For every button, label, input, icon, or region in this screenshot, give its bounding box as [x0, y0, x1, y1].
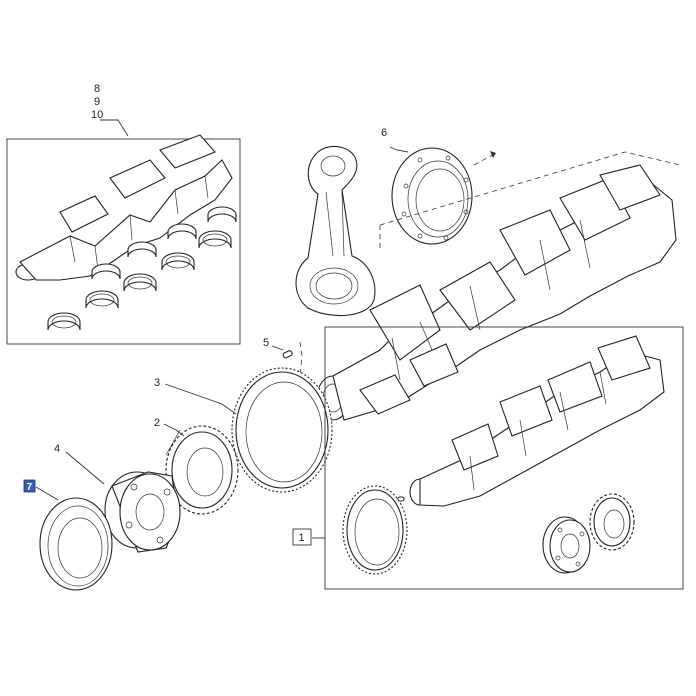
ring-gear-3	[231, 367, 333, 493]
callout-6: 6	[381, 127, 387, 139]
dowel-pin-5	[282, 350, 293, 359]
inset-pin	[397, 496, 405, 502]
leader-3	[164, 383, 237, 415]
leader-2	[163, 423, 185, 437]
leader-6	[389, 146, 409, 153]
callout-7[interactable]: 7	[27, 482, 33, 493]
inset-crankshaft-assembly	[409, 335, 665, 507]
timing-gear-2	[165, 425, 239, 515]
inset-crankshaft	[15, 134, 233, 281]
leader-7	[35, 486, 59, 501]
inset-ring-gear	[342, 485, 408, 575]
callout-1: 1	[299, 532, 305, 544]
main-crankshaft	[316, 164, 677, 421]
hub-4	[104, 471, 181, 553]
inset-bearing-shells	[47, 206, 237, 331]
callout-8: 8	[94, 83, 100, 95]
inset-timing-gear	[589, 493, 635, 551]
dashed-outline-top	[379, 151, 681, 226]
inset-frame-top-left	[6, 138, 241, 345]
inset-frame-bottom-right	[324, 326, 684, 590]
arrow-head-6	[490, 151, 496, 158]
connecting-rod	[295, 145, 376, 317]
inset-crankshaft-bearings	[6, 119, 241, 345]
callout-4: 4	[54, 443, 60, 455]
leader-5	[271, 345, 284, 351]
callout-5: 5	[263, 337, 269, 349]
inset-hub	[542, 516, 591, 574]
callout-9: 9	[94, 96, 100, 108]
callout-1-box: 1	[292, 528, 312, 546]
callout-3: 3	[154, 377, 160, 389]
leader-8-9-10	[100, 119, 129, 137]
callout-7-highlight[interactable]: 7	[23, 479, 36, 493]
rear-seal-6	[391, 147, 473, 245]
front-seal-7	[39, 497, 113, 591]
inset-assembly-1	[324, 326, 684, 590]
callout-2: 2	[154, 417, 160, 429]
callout-10: 10	[91, 109, 103, 121]
leader-4	[65, 451, 105, 485]
